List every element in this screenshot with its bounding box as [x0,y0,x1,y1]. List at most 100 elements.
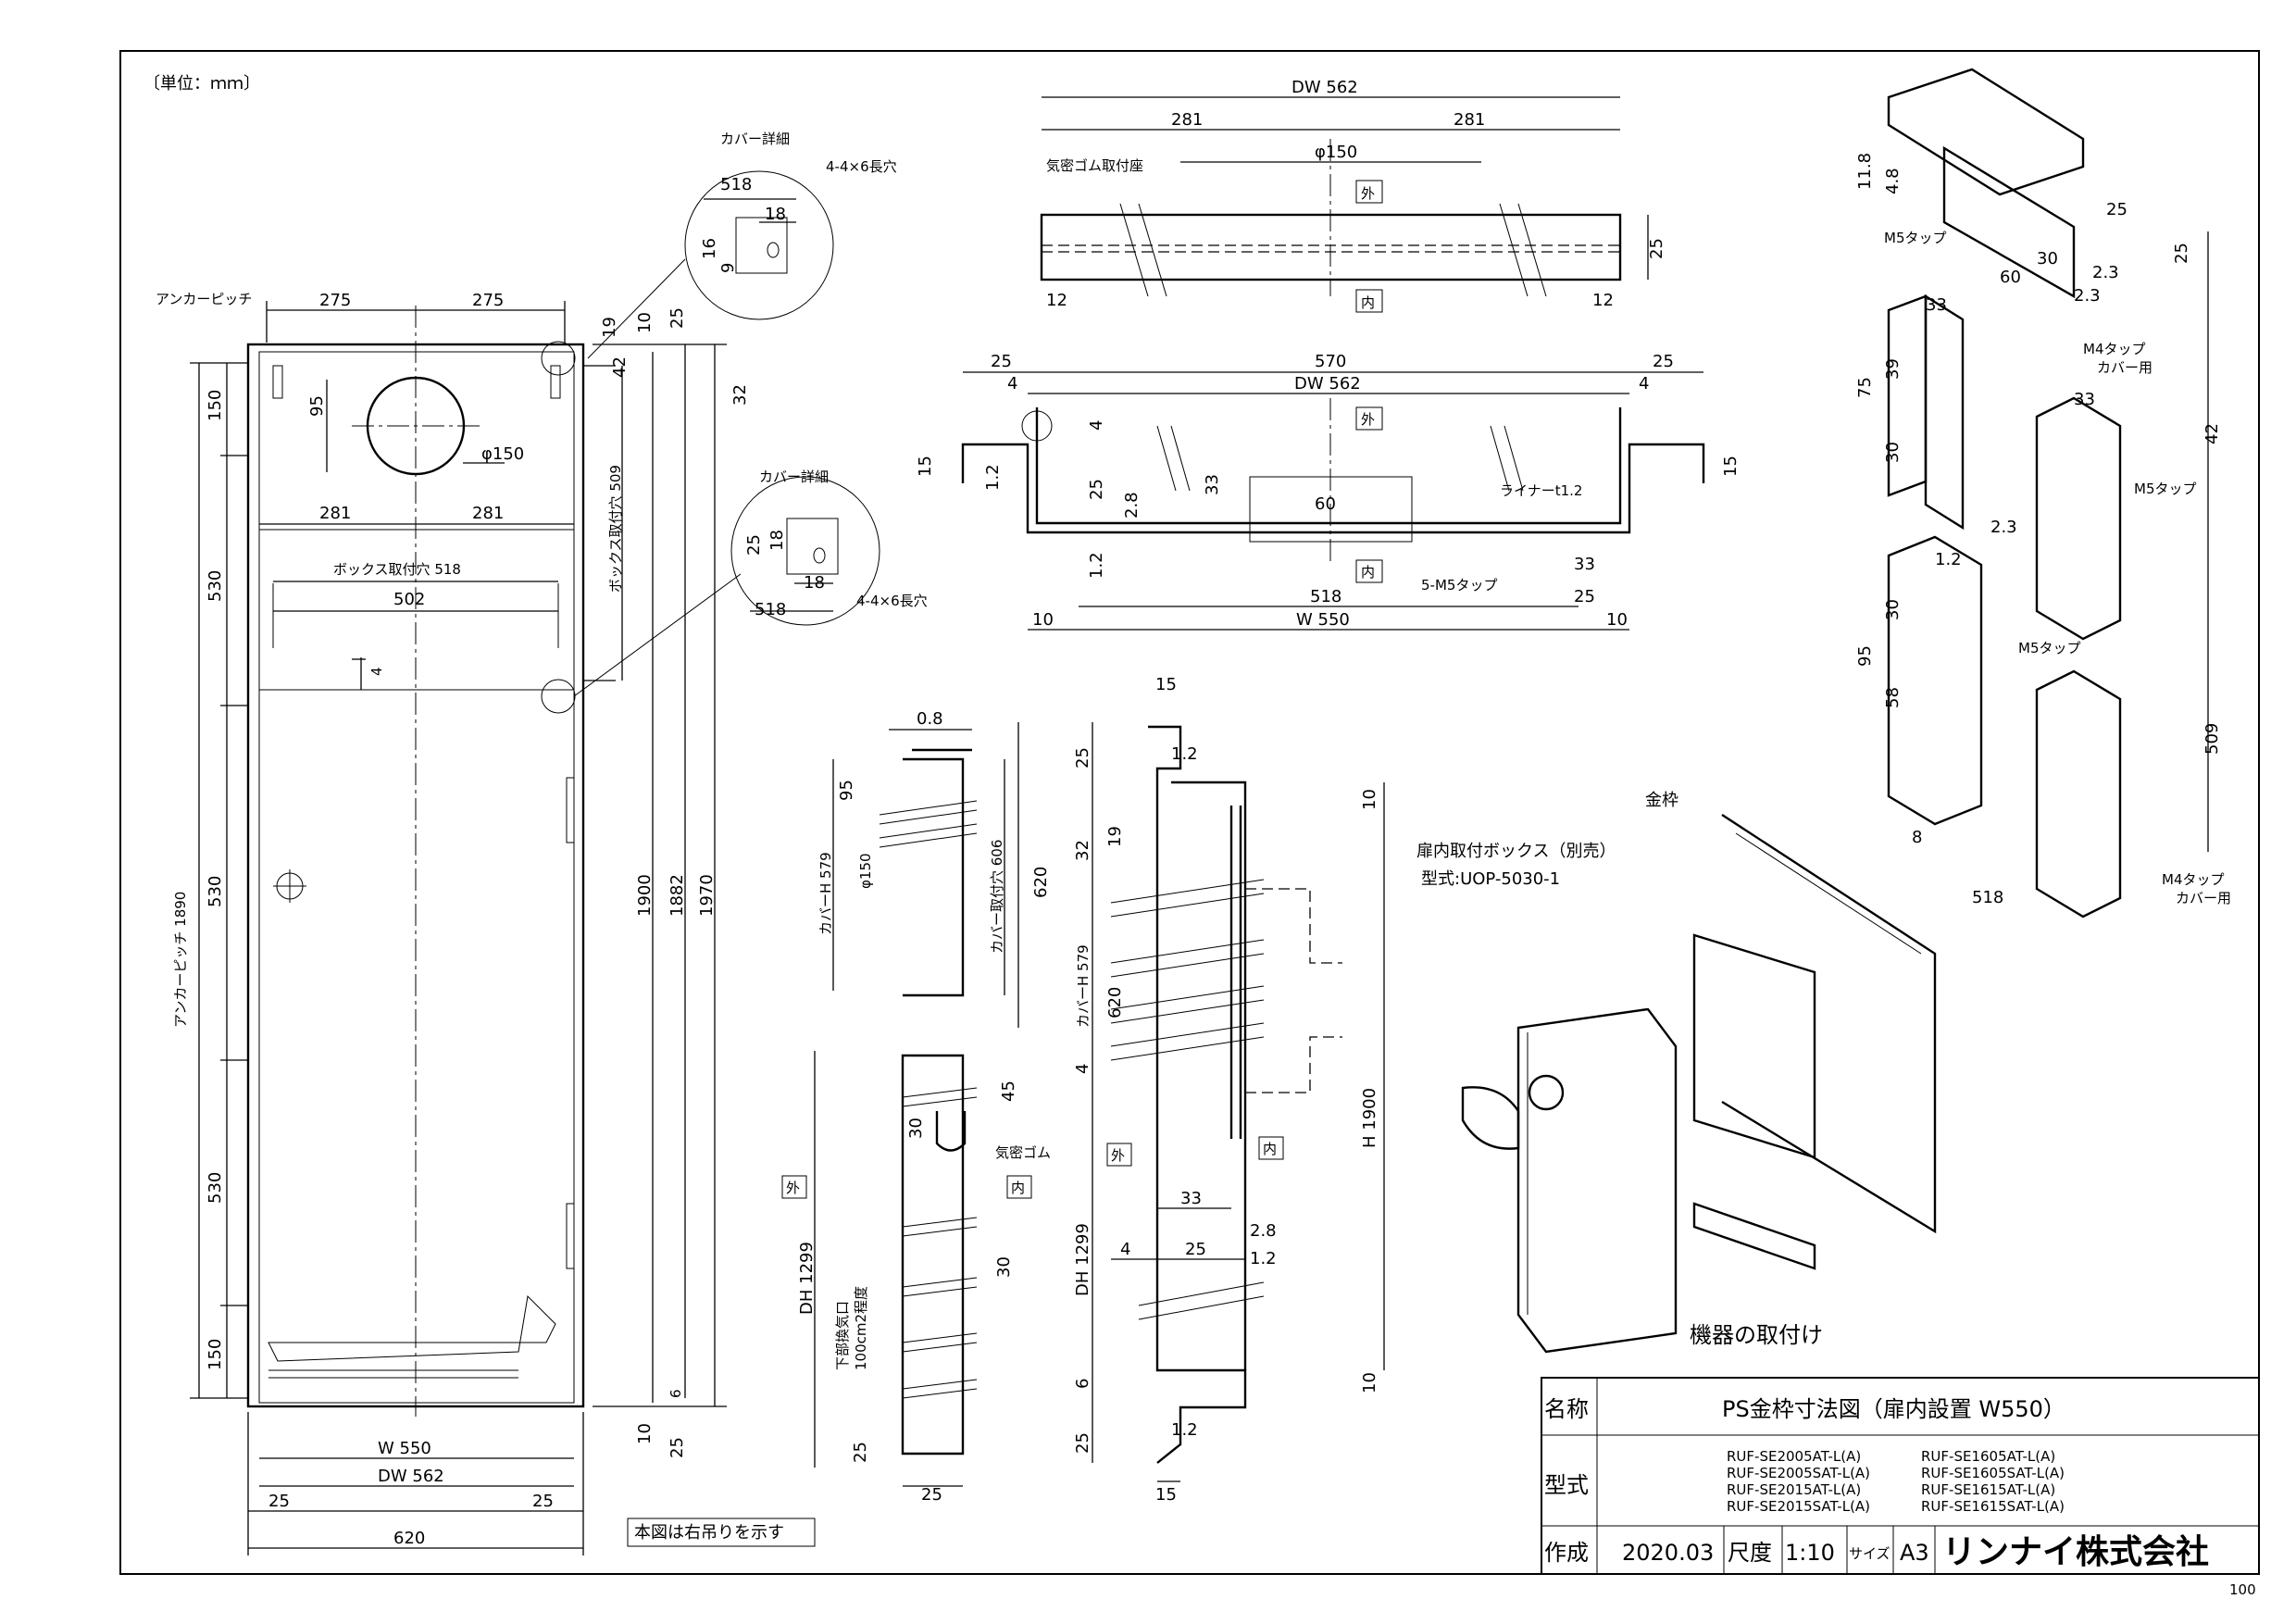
svg-text:4-4×6長穴: 4-4×6長穴 [856,593,928,609]
svg-text:0.8: 0.8 [917,709,943,729]
svg-text:RUF-SE1615AT-L(A): RUF-SE1615AT-L(A) [1921,1481,2055,1498]
svg-text:RUF-SE1615SAT-L(A): RUF-SE1615SAT-L(A) [1921,1498,2065,1515]
svg-text:4.8: 4.8 [1883,168,1903,194]
svg-text:45: 45 [999,1081,1018,1102]
svg-text:カバー用: カバー用 [2097,359,2152,376]
svg-text:10: 10 [1032,610,1054,630]
svg-text:カバー用: カバー用 [2176,890,2231,906]
svg-text:12: 12 [1592,291,1614,310]
svg-text:外: 外 [1361,411,1375,428]
svg-text:150: 150 [206,390,225,421]
svg-text:気密ゴム: 気密ゴム [995,1144,1051,1161]
svg-text:サイズ: サイズ [1849,1545,1890,1562]
svg-text:33: 33 [1203,474,1222,495]
svg-text:作成: 作成 [1544,1540,1589,1566]
svg-text:10: 10 [1606,610,1628,630]
svg-text:2.3: 2.3 [2092,263,2119,282]
svg-text:10: 10 [1360,1372,1379,1393]
svg-text:25: 25 [1653,352,1674,371]
svg-text:外: 外 [1111,1147,1125,1164]
svg-text:9: 9 [718,263,738,273]
svg-text:570: 570 [1315,352,1346,371]
svg-text:15: 15 [1155,675,1177,694]
svg-text:30: 30 [994,1256,1014,1278]
svg-text:530: 530 [206,876,225,907]
svg-text:M4タップ: M4タップ [2162,871,2225,888]
svg-text:内: 内 [1361,564,1375,581]
company-name: リンナイ株式会社 [1942,1533,2209,1571]
svg-text:W 550: W 550 [1296,610,1350,630]
unit-note: 〔単位：ｍｍ〕 [144,74,260,94]
svg-text:H 1900: H 1900 [1360,1088,1379,1148]
svg-text:60: 60 [2000,268,2021,287]
svg-text:19: 19 [600,317,619,338]
svg-text:1.2: 1.2 [1250,1249,1277,1268]
svg-text:11.8: 11.8 [1855,153,1875,190]
svg-text:95: 95 [307,395,327,417]
svg-text:281: 281 [472,504,504,523]
page-number: 100 [2229,1581,2256,1598]
svg-text:1:10: 1:10 [1785,1540,1835,1566]
svg-text:281: 281 [1454,110,1485,130]
svg-text:502: 502 [393,590,425,609]
svg-text:1.2: 1.2 [1171,744,1198,764]
svg-text:M5タップ: M5タップ [1884,230,1947,246]
svg-text:25: 25 [2106,200,2128,219]
svg-text:15: 15 [1155,1485,1177,1505]
svg-text:25: 25 [2172,243,2191,264]
svg-text:φ150: φ150 [857,853,874,889]
svg-text:10: 10 [635,1423,655,1444]
svg-text:RUF-SE1605SAT-L(A): RUF-SE1605SAT-L(A) [1921,1465,2065,1481]
svg-text:39: 39 [1883,358,1903,380]
svg-text:16: 16 [700,238,719,259]
svg-text:620: 620 [1105,987,1125,1018]
svg-text:25: 25 [268,1492,290,1511]
svg-text:33: 33 [2074,390,2095,409]
svg-text:カバーH 579: カバーH 579 [817,852,834,935]
svg-text:4: 4 [1639,374,1649,394]
svg-text:金枠: 金枠 [1645,791,1678,810]
svg-text:ライナーt1.2: ライナーt1.2 [1500,482,1582,499]
svg-text:18: 18 [765,205,786,224]
svg-text:10: 10 [1360,789,1379,810]
cover-detail-bottom: カバー詳細 25 18 18 518 4-4×6長穴 [573,468,928,697]
svg-text:518: 518 [1972,888,2003,907]
svg-text:W 550: W 550 [378,1439,431,1458]
svg-text:4: 4 [1073,1064,1092,1074]
svg-text:下部換気口: 下部換気口 [834,1301,851,1370]
svg-text:518: 518 [755,600,786,619]
svg-text:8: 8 [1912,828,1922,847]
svg-text:外: 外 [786,1180,800,1196]
svg-text:281: 281 [1171,110,1203,130]
svg-text:カバー取付穴 606: カバー取付穴 606 [989,840,1005,954]
svg-text:外: 外 [1361,185,1375,202]
svg-text:25: 25 [668,307,687,329]
svg-text:25: 25 [532,1492,554,1511]
svg-text:275: 275 [472,291,504,310]
svg-text:内: 内 [1361,294,1375,311]
svg-text:RUF-SE2015SAT-L(A): RUF-SE2015SAT-L(A) [1727,1498,1870,1515]
svg-text:RUF-SE2005SAT-L(A): RUF-SE2005SAT-L(A) [1727,1465,1870,1481]
svg-text:530: 530 [206,1172,225,1204]
svg-text:19: 19 [1105,826,1125,847]
svg-text:M5タップ: M5タップ [2018,640,2081,656]
iso-install-view: 金枠 扉内取付ボックス（別売） 型式:UOP-5030-1 機器の取付け [1416,791,1937,1354]
svg-text:2.8: 2.8 [1250,1221,1277,1241]
front-view [246,306,585,1417]
drawing-title: PS金枠寸法図（扉内設置 W550） [1722,1396,2065,1422]
svg-text:18: 18 [804,573,825,593]
svg-text:25: 25 [668,1437,687,1458]
svg-text:30: 30 [906,1118,926,1139]
svg-text:18: 18 [767,530,787,551]
svg-text:2.3: 2.3 [2074,286,2101,306]
svg-text:25: 25 [991,352,1012,371]
svg-text:10: 10 [635,312,655,333]
svg-text:1.2: 1.2 [983,464,1003,491]
svg-text:4-4×6長穴: 4-4×6長穴 [826,158,897,175]
svg-text:15: 15 [1721,456,1741,477]
bracket-views: 11.8 4.8 25 25 M5タップ 60 30 2.3 2.3 33 75… [1855,68,2231,918]
svg-text:アンカーピッチ: アンカーピッチ [156,291,252,307]
svg-text:25: 25 [744,534,764,556]
svg-text:25: 25 [851,1442,870,1463]
svg-text:25: 25 [921,1485,942,1505]
